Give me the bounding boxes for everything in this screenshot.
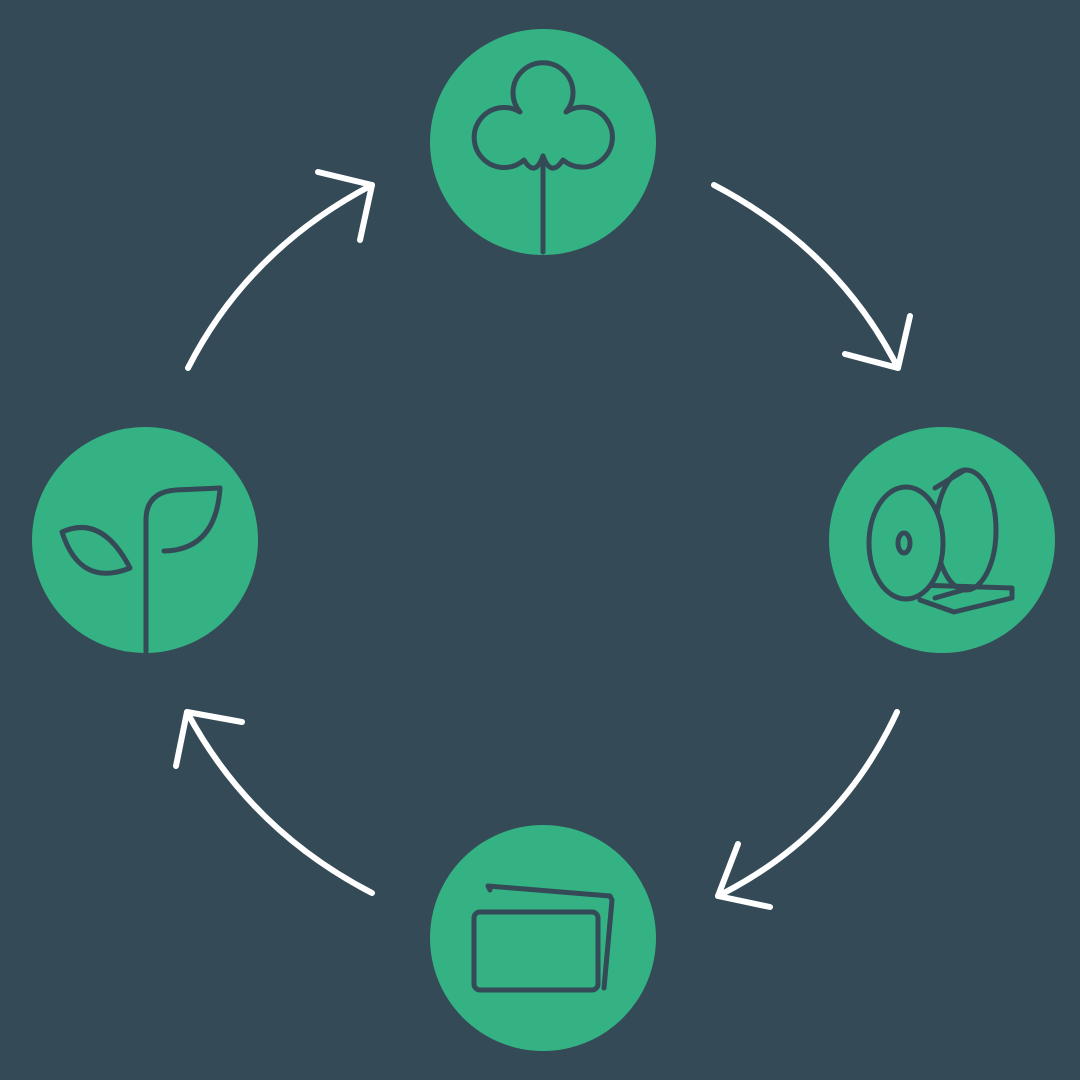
paper-sheets-icon: [471, 883, 615, 993]
arrow-line: [185, 182, 375, 371]
node-sprout: [32, 427, 258, 655]
arrow-head: [315, 169, 375, 243]
arrow-head: [173, 709, 245, 769]
sprout-icon: [59, 485, 223, 655]
arrow-head: [842, 313, 913, 371]
arrow-line: [711, 182, 901, 371]
arrow-head: [715, 841, 773, 910]
arrow-paper-roll-to-paper-sheets: [715, 709, 900, 910]
node-circle: [430, 29, 656, 255]
node-circle: [430, 825, 656, 1051]
node-tree: [430, 29, 656, 255]
node-paper-roll: [829, 427, 1055, 653]
node-paper-sheets: [430, 825, 656, 1051]
arrow-line: [715, 709, 900, 899]
arrow-line: [184, 709, 375, 896]
arrow-sprout-to-tree: [185, 169, 375, 371]
paper-roll-icon: [866, 467, 1015, 615]
arrow-tree-to-paper-roll: [711, 182, 913, 371]
tree-icon: [471, 60, 615, 255]
arrow-paper-sheets-to-sprout: [173, 709, 375, 896]
